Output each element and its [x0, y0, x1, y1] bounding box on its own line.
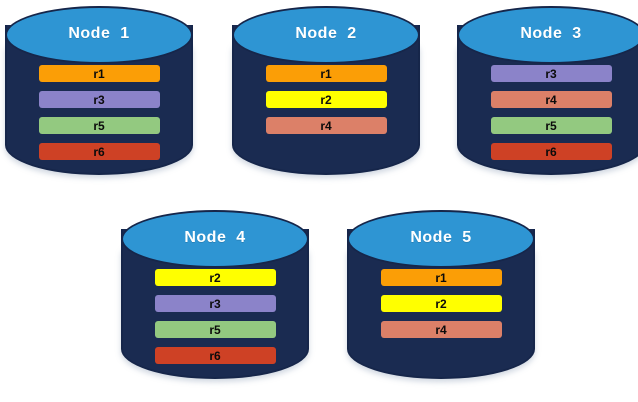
- database-node-3[interactable]: Node 3 r3 r4 r5 r6: [457, 6, 638, 189]
- replica-bar-r5[interactable]: r5: [490, 117, 612, 134]
- replica-bar-r1[interactable]: r1: [265, 65, 387, 82]
- replica-bar-r3[interactable]: r3: [154, 295, 276, 312]
- replica-label: r2: [209, 270, 221, 285]
- replica-list: r1 r2 r4: [347, 269, 535, 338]
- replica-bar-r4[interactable]: r4: [265, 117, 387, 134]
- cylinder-top-cap: Node 1: [5, 6, 193, 64]
- node-title: Node 4: [184, 229, 246, 246]
- replica-label: r3: [545, 66, 557, 81]
- replica-label: r2: [435, 296, 447, 311]
- replica-list: r2 r3 r5 r6: [121, 269, 309, 364]
- replica-label: r1: [435, 270, 447, 285]
- replica-bar-r1[interactable]: r1: [380, 269, 502, 286]
- database-node-2[interactable]: Node 2 r1 r2 r4: [232, 6, 420, 189]
- replica-label: r5: [93, 118, 105, 133]
- replica-bar-r6[interactable]: r6: [154, 347, 276, 364]
- replica-label: r4: [435, 322, 447, 337]
- cylinder-top-cap: Node 3: [457, 6, 638, 64]
- node-title: Node 3: [520, 25, 582, 42]
- database-node-4[interactable]: Node 4 r2 r3 r5 r6: [121, 210, 309, 393]
- replica-bar-r2[interactable]: r2: [154, 269, 276, 286]
- replica-label: r1: [320, 66, 332, 81]
- replica-label: r6: [545, 144, 557, 159]
- replica-bar-r4[interactable]: r4: [490, 91, 612, 108]
- replica-bar-r3[interactable]: r3: [490, 65, 612, 82]
- cylinder-top-cap: Node 5: [347, 210, 535, 268]
- replica-bar-r5[interactable]: r5: [38, 117, 160, 134]
- replica-label: r4: [545, 92, 557, 107]
- replica-label: r6: [93, 144, 105, 159]
- replica-label: r6: [209, 348, 221, 363]
- replica-list: r3 r4 r5 r6: [457, 65, 638, 160]
- node-title: Node 2: [295, 25, 357, 42]
- cylinder-top-cap: Node 4: [121, 210, 309, 268]
- replica-label: r5: [209, 322, 221, 337]
- replica-list: r1 r2 r4: [232, 65, 420, 134]
- replica-bar-r6[interactable]: r6: [38, 143, 160, 160]
- replica-bar-r5[interactable]: r5: [154, 321, 276, 338]
- replica-bar-r1[interactable]: r1: [38, 65, 160, 82]
- database-node-1[interactable]: Node 1 r1 r3 r5 r6: [5, 6, 193, 189]
- replica-bar-r2[interactable]: r2: [265, 91, 387, 108]
- replica-bar-r4[interactable]: r4: [380, 321, 502, 338]
- node-title: Node 5: [410, 229, 472, 246]
- database-node-5[interactable]: Node 5 r1 r2 r4: [347, 210, 535, 393]
- replica-label: r2: [320, 92, 332, 107]
- replica-bar-r2[interactable]: r2: [380, 295, 502, 312]
- replica-label: r1: [93, 66, 105, 81]
- replica-label: r4: [320, 118, 332, 133]
- replica-label: r3: [93, 92, 105, 107]
- replica-bar-r3[interactable]: r3: [38, 91, 160, 108]
- replica-label: r3: [209, 296, 221, 311]
- replica-label: r5: [545, 118, 557, 133]
- node-title: Node 1: [68, 25, 130, 42]
- cylinder-top-cap: Node 2: [232, 6, 420, 64]
- replica-list: r1 r3 r5 r6: [5, 65, 193, 160]
- replica-bar-r6[interactable]: r6: [490, 143, 612, 160]
